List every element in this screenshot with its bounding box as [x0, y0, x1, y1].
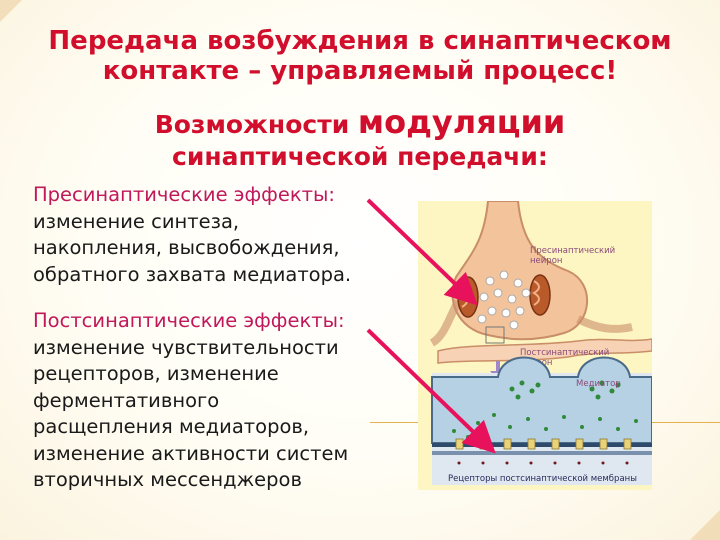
subtitle-part-1: Возможности: [154, 110, 358, 139]
title-line-1: Передача возбуждения в синаптическом: [48, 26, 672, 56]
postsynaptic-line: изменение активности систем: [33, 441, 349, 465]
slide-title: Передача возбуждения в синаптическом кон…: [0, 26, 720, 86]
title-line-2: контакте – управляемый процесс!: [102, 56, 618, 86]
label-postsynaptic-1: Постсинаптический: [520, 348, 609, 358]
label-presynaptic-2: нейрон: [530, 256, 562, 266]
postsynaptic-effects-block: Постсинаптические эффекты: изменение чув…: [33, 308, 348, 494]
presynaptic-effects-block: Пресинаптические эффекты: изменение синт…: [33, 182, 351, 288]
presynaptic-line: накопления, высвобождения,: [33, 236, 340, 259]
presynaptic-line: обратного захвата медиатора.: [33, 262, 352, 286]
mitochondrion-right: [529, 274, 551, 316]
postsynaptic-line: рецепторов, изменение: [33, 362, 279, 385]
presynaptic-line: изменение синтеза,: [33, 209, 240, 233]
postsynaptic-line: вторичных мессенджеров: [33, 468, 302, 491]
label-receptors: Рецепторы постсинаптической мембраны: [448, 474, 637, 484]
postsynaptic-membrane-top: [437, 338, 652, 364]
label-presynaptic-1: Пресинаптический: [530, 246, 615, 256]
presynaptic-heading: Пресинаптические эффекты:: [33, 183, 335, 206]
mitochondrion-left: [457, 276, 479, 318]
label-mediator: Медиатор: [576, 379, 621, 389]
postsynaptic-line: ферментативного: [33, 388, 220, 412]
synapse-illustration: Пресинаптический нейрон Постсинаптически…: [418, 201, 652, 490]
receptor-signals: [457, 461, 629, 465]
postsynaptic-line: расщепления медиаторов,: [33, 415, 310, 438]
synaptic-vesicles: [477, 270, 531, 330]
subtitle-line-2: синаптической передачи:: [172, 142, 548, 171]
subtitle-part-2: модуляции: [357, 103, 566, 141]
postsynaptic-line: изменение чувствительности: [33, 335, 339, 359]
postsynaptic-heading: Постсинаптические эффекты:: [33, 309, 345, 332]
slide-subtitle: Возможности модуляции синаптической пере…: [0, 106, 720, 173]
